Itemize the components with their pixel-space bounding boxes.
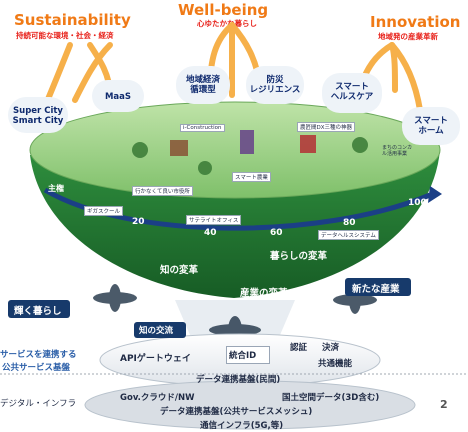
platform-service-link: サービスを連携する: [0, 350, 77, 360]
pillar-knowledge: 知の変革: [160, 265, 199, 276]
cloud-disaster-label: 防災 レジリエンス: [249, 75, 301, 95]
cloud-supercity: [8, 97, 68, 133]
label-data-health: データヘルスシステム: [318, 230, 379, 240]
platform-api-gateway: APIゲートウェイ: [120, 354, 191, 364]
infra-digital: デジタル・インフラ: [0, 399, 77, 409]
pillar-living: 暮らしの変革: [270, 251, 328, 262]
cloud-supercity-label: Super City Smart City: [12, 106, 64, 126]
propeller-left: [93, 284, 137, 312]
label-iconstruction: i-Construction: [180, 124, 225, 132]
timeline-60: 60: [270, 228, 283, 238]
platform-id-box: [226, 346, 270, 364]
infra-comm: 通信インフラ(5G,等): [200, 421, 284, 431]
innovation-subtitle: 地域発の産業革新: [378, 32, 438, 41]
cloud-smarthome-label: スマート ホーム: [414, 116, 448, 136]
wellbeing-title: Well-being: [178, 1, 269, 19]
infra-disc: [84, 380, 416, 430]
platform-auth: 認証: [290, 343, 308, 353]
badge-bright-living-label: 輝く暮らし: [14, 306, 62, 317]
cloud-disaster: [246, 66, 304, 104]
innovation-title: Innovation: [370, 13, 461, 31]
cloud-healthcare: [322, 73, 382, 113]
label-education: まちのコンカ ル活用事業: [382, 145, 413, 157]
badge-new-industry: [345, 278, 411, 296]
infra-data-public: データ連携基盤(公共サービスメッシュ): [160, 407, 313, 417]
cloud-smarthome: [402, 107, 460, 145]
wellbeing-subtitle: 心ゆたかな暮らし: [197, 19, 257, 28]
platform-common: 共通機能: [318, 359, 353, 369]
label-gig: ギガスクール: [84, 206, 124, 216]
timeline-100: 100: [408, 198, 427, 208]
label-satellite-office: サテライトオフィス: [186, 215, 242, 225]
pillar-industry: 産業の変革: [240, 288, 288, 299]
label-shuken: 主権: [48, 184, 64, 193]
cloud-maas-label: MaaS: [104, 92, 132, 102]
town-icons: [132, 130, 368, 175]
timeline-20: 20: [132, 217, 145, 227]
platform-public-platform: 公共サービス基盤: [2, 363, 71, 373]
sustainability-subtitle: 持続可能な環境・社会・経済: [16, 31, 114, 40]
label-shopping: 行かなくて良い市役所: [132, 186, 193, 196]
cloud-regional: [176, 66, 230, 104]
infra-geodata: 国土空間データ(3D含む): [282, 393, 380, 403]
infra-gov-cloud: Gov.クラウド/NW: [120, 393, 195, 403]
platform-data-private: データ連携基盤(民間): [196, 375, 281, 385]
label-ict: 農匠間DX三種の神器: [297, 122, 356, 132]
cloud-maas: [92, 80, 144, 112]
badge-bright-living: [8, 300, 70, 318]
platform-unified-id: 統合ID: [229, 351, 257, 361]
cloud-regional-label: 地域経済 循環型: [185, 75, 220, 95]
badge-knowledge-exchange-label: 知の交流: [139, 326, 174, 336]
bowl-surface: [29, 101, 441, 199]
label-smart-agri: スマート農業: [232, 172, 271, 182]
sustainability-title: Sustainability: [14, 11, 131, 29]
timeline-80: 80: [343, 218, 356, 228]
page-number: 2: [440, 398, 448, 411]
badge-new-industry-label: 新たな産業: [352, 284, 400, 295]
badge-knowledge-exchange: [134, 322, 186, 338]
timeline-40: 40: [204, 228, 217, 238]
cloud-healthcare-label: スマート ヘルスケア: [330, 82, 374, 102]
platform-payment: 決済: [322, 343, 340, 353]
